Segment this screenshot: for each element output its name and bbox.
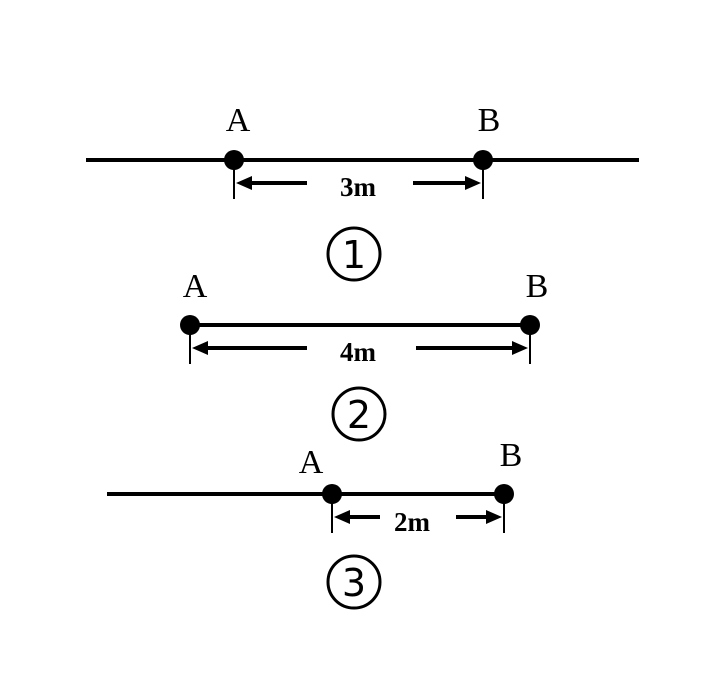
figure-2-point-a-label: A (183, 268, 208, 305)
figure-1-point-a-label: A (226, 102, 251, 139)
figure-1-number-ring (326, 226, 382, 282)
figure-1-left-arrowhead (236, 176, 252, 190)
figure-2: A B 4m 2 (180, 268, 549, 442)
figure-3-point-b-label: B (500, 437, 523, 474)
figure-2-point-b-dot (520, 315, 540, 335)
figure-3-point-b-dot (494, 484, 514, 504)
figure-3-number: 3 (342, 561, 366, 605)
figure-2-number: 2 (347, 393, 371, 437)
figure-3-length-label: 2m (394, 507, 431, 537)
figure-1-point-b-dot (473, 150, 493, 170)
figure-2-left-arrowhead (192, 341, 208, 355)
figure-3-number-ring (326, 554, 382, 610)
figure-2-point-b-label: B (526, 268, 549, 305)
figure-1-dimension: 3m (233, 167, 484, 202)
figure-3-dimension: 2m (331, 501, 505, 537)
figure-1-number: 1 (342, 233, 366, 277)
figure-3: A B 2m 3 (107, 437, 523, 610)
figure-1-length-label: 3m (340, 172, 377, 202)
figure-1-number-badge: 1 (326, 226, 382, 282)
figure-1-point-a-dot (224, 150, 244, 170)
figure-2-right-arrowhead (512, 341, 528, 355)
figure-2-dimension: 4m (189, 332, 531, 367)
figure-1: A B 3m 1 (86, 102, 639, 282)
figure-3-right-arrowhead (486, 510, 502, 524)
figure-3-point-a-dot (322, 484, 342, 504)
figure-2-point-a-dot (180, 315, 200, 335)
figure-1-point-b-label: B (478, 102, 501, 139)
figure-1-right-arrowhead (465, 176, 481, 190)
figure-2-number-ring (331, 386, 387, 442)
figure-3-point-a-label: A (299, 444, 324, 481)
figure-2-length-label: 4m (340, 337, 377, 367)
figure-3-number-badge: 3 (326, 554, 382, 610)
figure-2-number-badge: 2 (331, 386, 387, 442)
figure-3-left-arrowhead (334, 510, 350, 524)
